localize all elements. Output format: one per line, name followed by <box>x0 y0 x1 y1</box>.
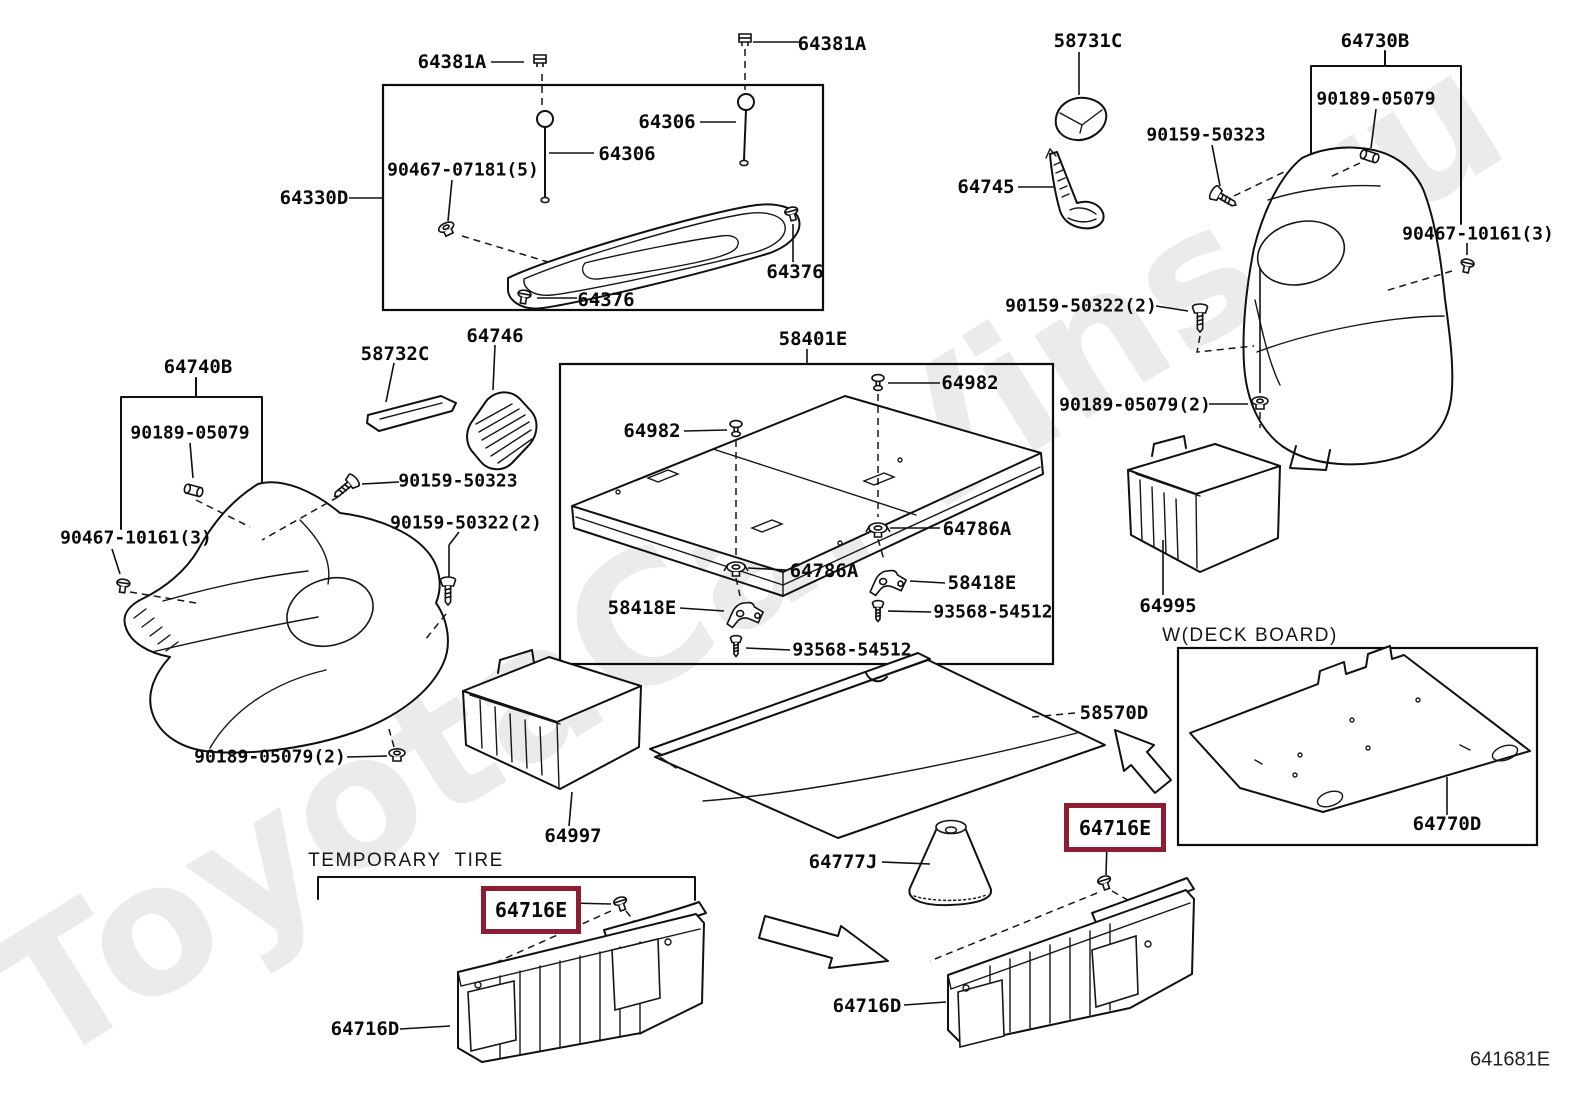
part-label-90159-50323-l[interactable]: 90159-50323 <box>398 470 518 492</box>
luggage-mat-drawing <box>649 652 1106 839</box>
highlighted-part-64716e-right[interactable]: 64716E <box>1064 803 1166 852</box>
quarter-trim-right-drawing <box>1242 50 1462 471</box>
tray-rod-right <box>737 49 755 167</box>
part-label-64330d[interactable]: 64330D <box>279 187 349 209</box>
part-label-58401e[interactable]: 58401E <box>778 328 848 350</box>
part-label-90159-50323-tr[interactable]: 90159-50323 <box>1146 124 1266 146</box>
part-label-64982-r[interactable]: 64982 <box>941 372 999 394</box>
clip-90467-10161-left-icon <box>114 577 132 595</box>
part-label-64786a-l[interactable]: 64786A <box>789 560 859 582</box>
grommet-64786a-left-icon <box>723 561 749 577</box>
deck-board-variant-box <box>1176 645 1539 847</box>
part-label-64716d-l[interactable]: 64716D <box>330 1018 400 1040</box>
part-label-64746[interactable]: 64746 <box>466 325 524 347</box>
part-label-90159-50322-l[interactable]: 90159-50322(2) <box>390 512 542 534</box>
part-label-90189-05079-2-l[interactable]: 90189-05079(2) <box>194 746 346 768</box>
part-label-64376-1[interactable]: 64376 <box>766 261 824 283</box>
screw-93568-left-icon <box>729 634 743 658</box>
quarter-trim-right-fasteners <box>1155 108 1476 428</box>
clip-90189-05079-2-left-icon <box>388 747 406 762</box>
clip-64381a-2-icon <box>738 33 752 47</box>
arrow-up-left-icon <box>1114 729 1172 794</box>
part-label-64995[interactable]: 64995 <box>1139 595 1197 617</box>
part-58731c-drawing <box>1054 52 1108 142</box>
bracket-58418e-left-icon <box>724 600 766 629</box>
part-label-58418e-l[interactable]: 58418E <box>607 597 677 619</box>
part-label-64306-2[interactable]: 64306 <box>598 143 656 165</box>
deck-side-tray-64995-drawing <box>1127 435 1281 595</box>
part-label-58731c[interactable]: 58731C <box>1053 30 1123 52</box>
clip-64716e-left-icon <box>611 894 630 913</box>
clip-64982-left-icon <box>729 419 743 438</box>
quarter-trim-left-fasteners <box>111 442 460 762</box>
deck-board-variant-note: W(DECK BOARD) <box>1162 625 1338 646</box>
screw-90159-50323-icon <box>1207 183 1241 213</box>
part-label-64740b[interactable]: 64740B <box>163 356 233 378</box>
part-label-64730b[interactable]: 64730B <box>1340 30 1410 52</box>
grommet-64786a-right-icon <box>865 522 891 538</box>
part-label-64997[interactable]: 64997 <box>544 825 602 847</box>
part-label-90189-05079-tr[interactable]: 90189-05079 <box>1316 88 1436 110</box>
clip-90467-07181-icon <box>436 219 458 239</box>
part-64745-drawing <box>1018 147 1105 230</box>
part-64746-drawing <box>466 344 538 471</box>
clip-90467-10161-icon <box>1458 257 1476 275</box>
package-tray-box <box>349 83 825 312</box>
part-label-64381a-1[interactable]: 64381A <box>417 51 487 73</box>
tray-fasteners <box>436 33 801 306</box>
part-label-90467-10161-r[interactable]: 90467-10161(3) <box>1402 223 1554 245</box>
deck-trim-right-drawing <box>903 841 1195 1049</box>
bracket-58418e-right-icon <box>867 568 909 597</box>
part-label-90189-05079-l[interactable]: 90189-05079 <box>130 422 250 444</box>
clip-64381a-1-icon <box>533 54 547 68</box>
part-label-64777j[interactable]: 64777J <box>808 851 878 873</box>
screw-90159-50323-left-icon <box>329 471 362 503</box>
diagram-code: 641681E <box>1469 1048 1551 1071</box>
spare-tire-spacer-drawing <box>881 819 993 907</box>
quarter-trim-left-drawing <box>120 377 449 754</box>
part-label-58418e-r[interactable]: 58418E <box>947 572 1017 594</box>
highlighted-part-64716e-left[interactable]: 64716E <box>481 886 581 934</box>
screw-90159-50322-icon <box>1191 303 1209 333</box>
arrow-right-icon <box>758 915 889 969</box>
screw-90159-50322-left-icon <box>439 576 457 606</box>
part-label-58570d[interactable]: 58570D <box>1079 702 1149 724</box>
part-label-64376-2[interactable]: 64376 <box>577 289 635 311</box>
part-label-58732c[interactable]: 58732C <box>360 343 430 365</box>
deck-trim-left-drawing <box>399 901 707 1063</box>
deck-board-fasteners <box>679 373 946 658</box>
direction-arrows <box>758 729 1172 969</box>
part-label-90467-07181[interactable]: 90467-07181(5) <box>387 159 539 181</box>
part-label-64306-1[interactable]: 64306 <box>638 111 696 133</box>
part-label-64716d-r[interactable]: 64716D <box>832 995 902 1017</box>
part-label-64786a-r[interactable]: 64786A <box>942 518 1012 540</box>
part-label-93568-r[interactable]: 93568-54512 <box>933 601 1053 623</box>
part-label-90189-05079-2-r[interactable]: 90189-05079(2) <box>1059 394 1211 416</box>
part-label-90159-50322-r[interactable]: 90159-50322(2) <box>1005 295 1157 317</box>
part-label-64381a-2[interactable]: 64381A <box>797 33 867 55</box>
deck-board-drawing <box>571 395 1044 597</box>
part-label-64745[interactable]: 64745 <box>957 176 1015 198</box>
tray-rod-left <box>536 74 554 204</box>
part-label-64716e-l: 64716E <box>494 898 568 922</box>
screw-93568-right-icon <box>871 599 885 623</box>
package-tray-drawing <box>461 203 801 310</box>
temporary-tire-note: TEMPORARY TIRE <box>308 850 504 871</box>
part-58732c-drawing <box>366 362 457 432</box>
clip-64982-right-icon <box>871 373 885 392</box>
clip-64716e-right-icon <box>1095 873 1114 892</box>
part-label-64982-l[interactable]: 64982 <box>623 420 681 442</box>
deck-board-assembly-box <box>558 349 1055 666</box>
deck-side-tray-64997-drawing <box>462 649 642 827</box>
bolt-90189-05079-left-icon <box>182 482 205 498</box>
part-label-64770d[interactable]: 64770D <box>1412 813 1482 835</box>
part-label-64716e-r: 64716E <box>1078 815 1152 840</box>
part-label-90467-10161-l[interactable]: 90467-10161(3) <box>60 527 212 549</box>
part-label-93568-l[interactable]: 93568-54512 <box>792 639 912 661</box>
